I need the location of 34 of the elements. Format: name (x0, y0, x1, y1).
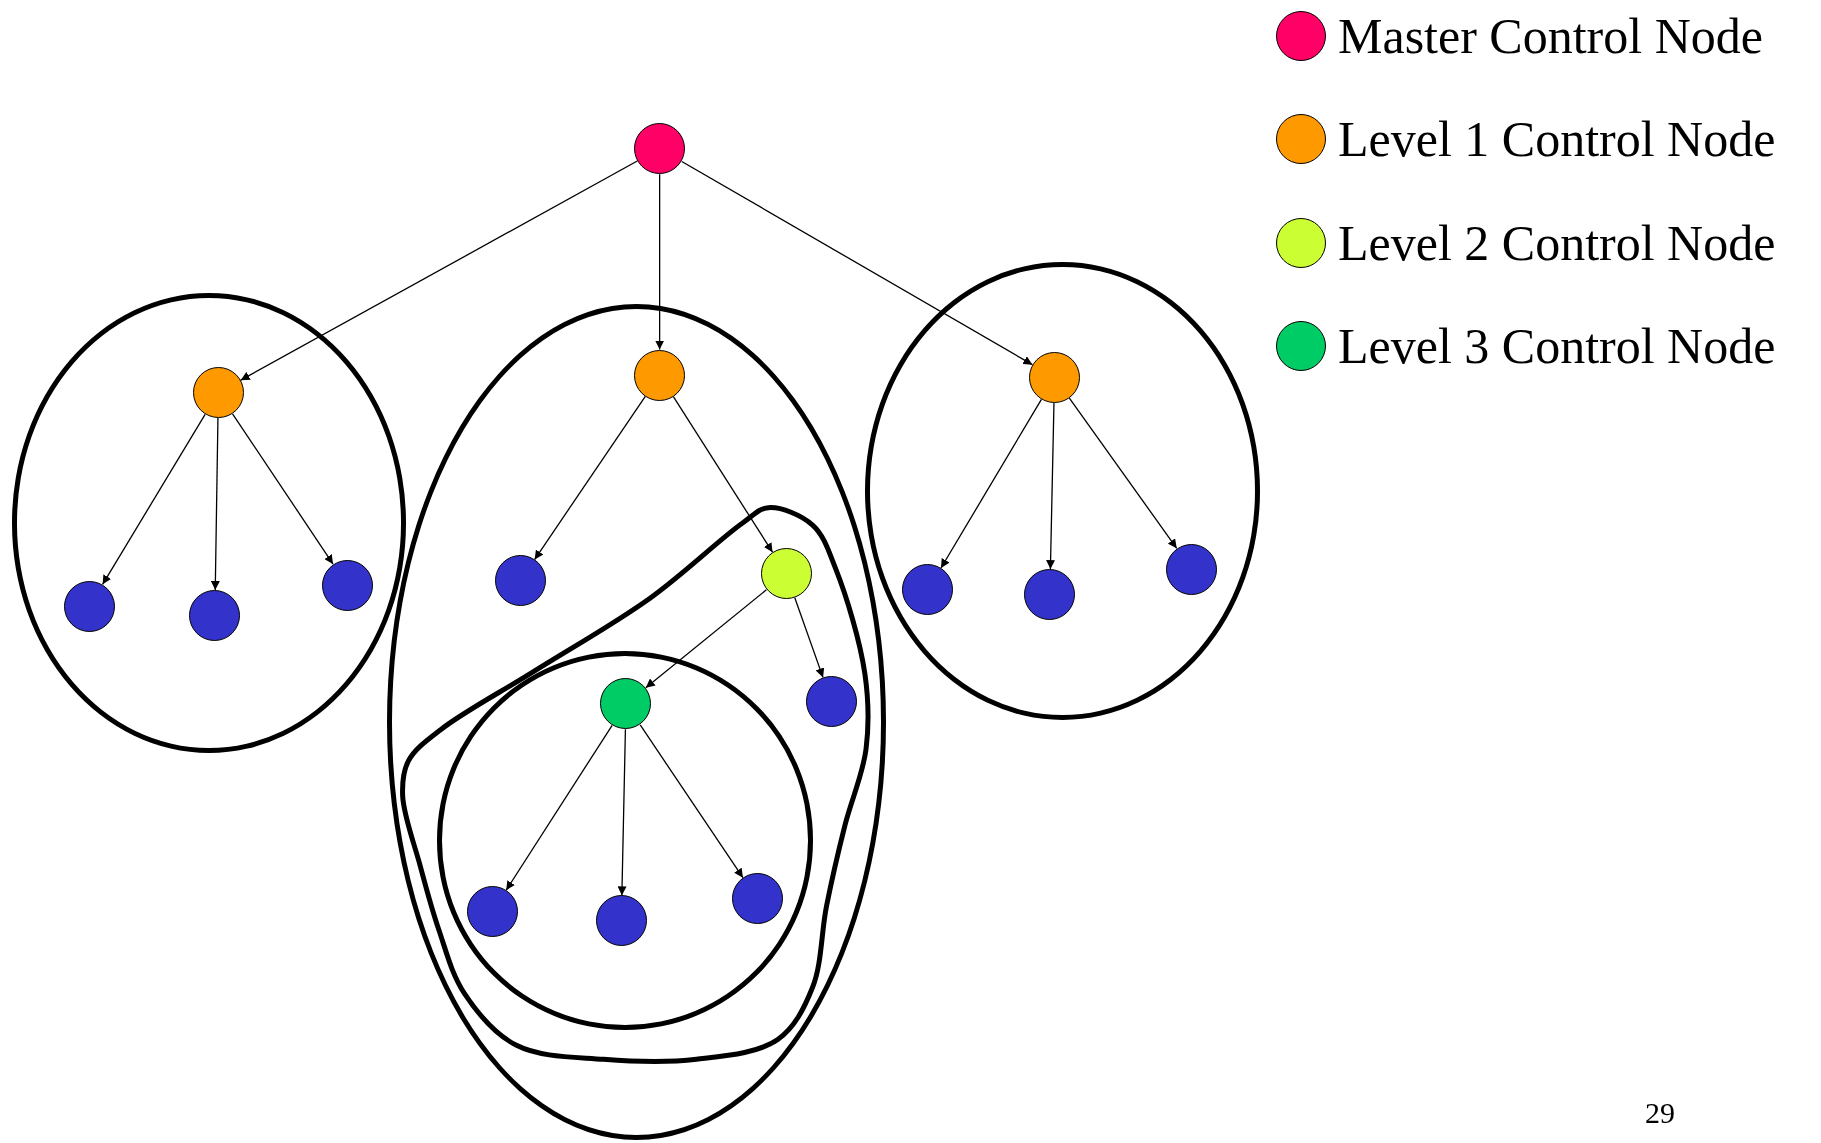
arrow (240, 160, 638, 381)
group-ellipse (436, 651, 813, 1031)
arrow (1046, 402, 1056, 570)
group-ellipse (386, 304, 887, 1141)
network-node-circle (760, 548, 812, 600)
group-outline (398, 502, 871, 1064)
legend-text: Master Control Node (1338, 11, 1763, 61)
legend-text: Level 3 Control Node (1338, 321, 1776, 371)
network-node-circle (600, 678, 652, 730)
network-node-circle (321, 559, 373, 611)
arrow (940, 398, 1043, 569)
page-number: 29 (1645, 1098, 1675, 1128)
arrow (655, 173, 665, 351)
arrow (681, 160, 1034, 366)
network-node-circle (466, 886, 518, 938)
arrow (639, 724, 744, 879)
arrow (1068, 397, 1178, 549)
network-node-circle (634, 123, 686, 175)
arrow (617, 728, 627, 897)
arrow (231, 413, 334, 565)
arrow (672, 396, 774, 553)
arrow (645, 589, 768, 689)
legend-text: Level 2 Control Node (1338, 218, 1776, 268)
network-node-circle (902, 564, 954, 616)
network-node-circle (63, 580, 115, 632)
legend-text: Level 1 Control Node (1338, 114, 1776, 164)
arrow (101, 413, 206, 585)
arrow (505, 724, 613, 891)
group-ellipse (11, 292, 407, 753)
arrow (794, 597, 825, 679)
arrow (210, 417, 220, 591)
arrow (533, 395, 646, 561)
network-node-circle (1166, 543, 1218, 595)
group-ellipse (865, 262, 1261, 720)
